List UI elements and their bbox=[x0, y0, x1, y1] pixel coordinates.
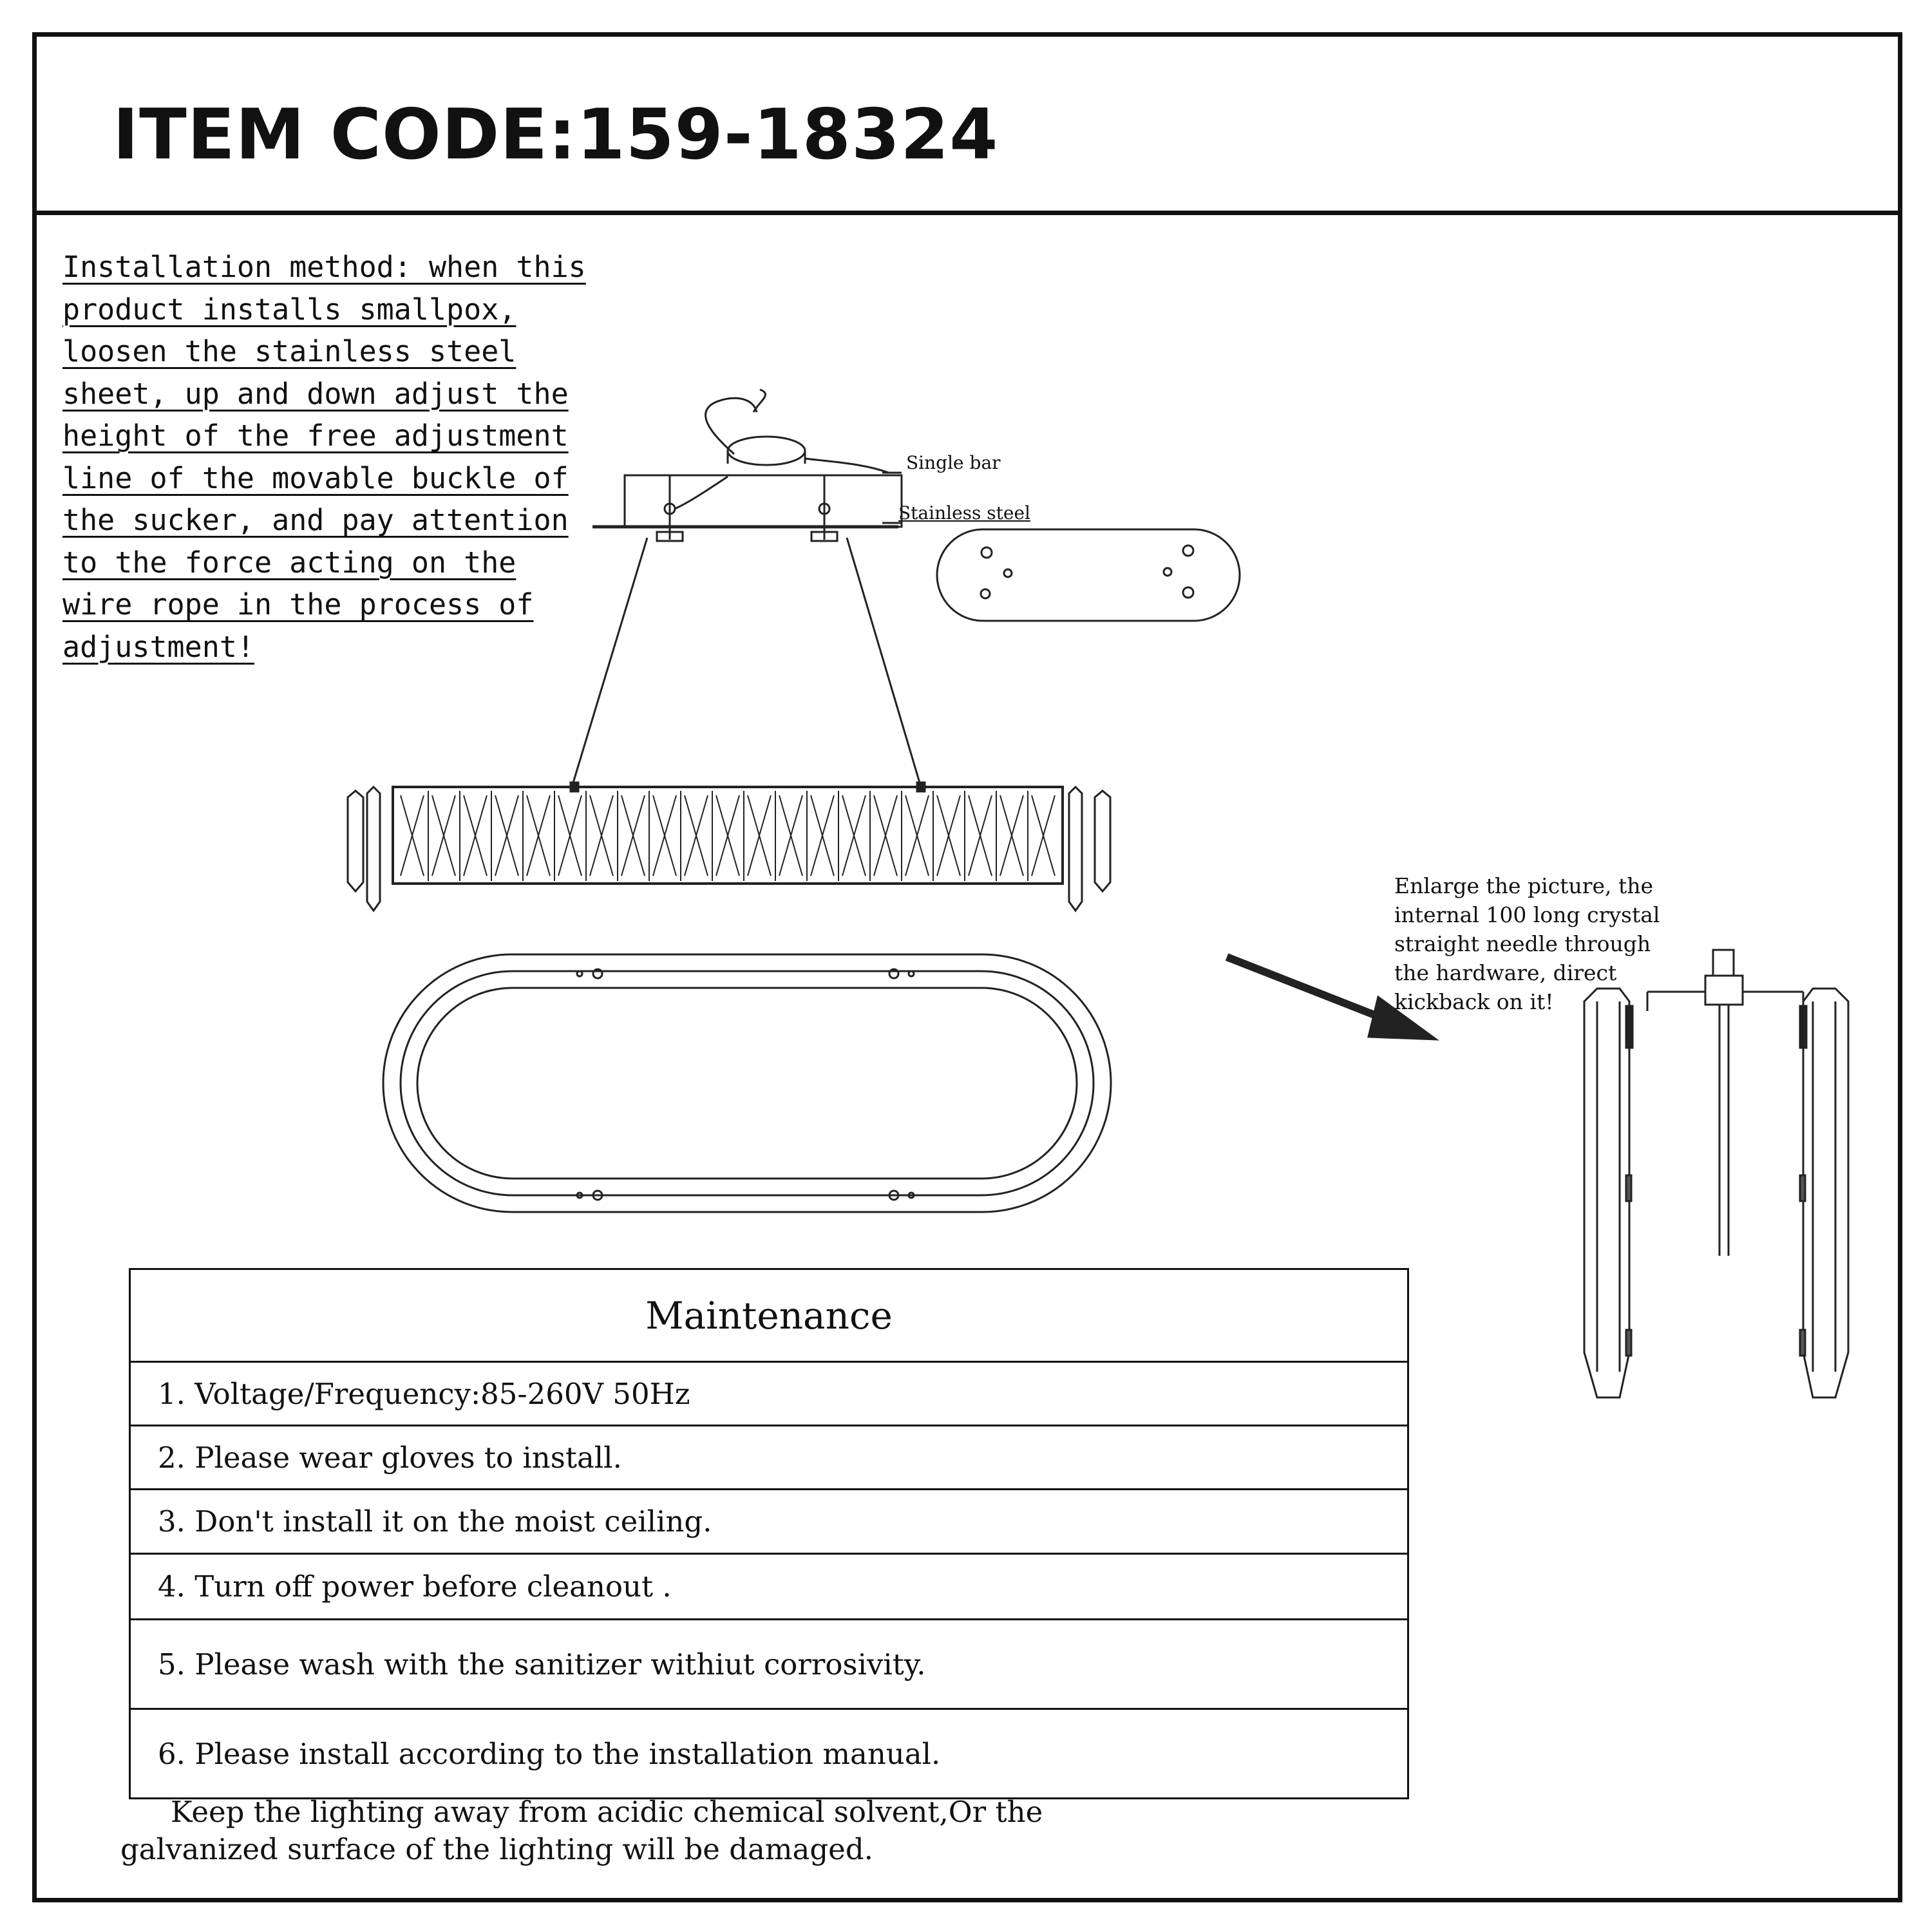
maintenance-item: 1. Voltage/Frequency:85-260V 50Hz bbox=[131, 1361, 1407, 1425]
installation-line: product installs smallpox, bbox=[62, 292, 516, 327]
maintenance-item: 2. Please wear gloves to install. bbox=[131, 1425, 1407, 1488]
installation-line: line of the movable buckle of bbox=[62, 460, 569, 495]
installation-line: Installation method: when this bbox=[62, 250, 586, 284]
enlarge-note-line: kickback on it! bbox=[1394, 989, 1554, 1014]
installation-method-text: Installation method: when this product i… bbox=[62, 246, 642, 668]
item-code-title: ITEM CODE:159-18324 bbox=[113, 95, 999, 175]
crystal-fixture-side-view bbox=[346, 781, 1112, 913]
installation-line: sheet, up and down adjust the bbox=[62, 376, 569, 411]
installation-line: loosen the stainless steel bbox=[62, 334, 516, 368]
stainless-steel-label: Stainless steel bbox=[898, 502, 1030, 524]
header-divider bbox=[37, 211, 1898, 215]
installation-line: the sucker, and pay attention bbox=[62, 503, 569, 537]
oval-frame-top-view bbox=[382, 953, 1112, 1213]
installation-line: adjustment! bbox=[62, 629, 255, 664]
enlarge-note-line: internal 100 long crystal bbox=[1394, 902, 1660, 927]
ceiling-canopy-drawing bbox=[592, 388, 903, 542]
spec-sheet-frame: ITEM CODE:159-18324 Installation method:… bbox=[32, 32, 1902, 1902]
enlarge-note-line: straight needle through bbox=[1394, 931, 1651, 956]
footer-warning: Keep the lighting away from acidic chemi… bbox=[120, 1794, 1344, 1868]
installation-line: wire rope in the process of bbox=[62, 587, 534, 621]
installation-line: to the force acting on the bbox=[62, 545, 516, 580]
enlarge-arrow-icon bbox=[1225, 953, 1439, 1041]
enlarge-note-line: Enlarge the picture, the bbox=[1394, 873, 1654, 898]
maintenance-item: 3. Don't install it on the moist ceiling… bbox=[131, 1488, 1407, 1553]
maintenance-item: 5. Please wash with the sanitizer withiu… bbox=[131, 1618, 1407, 1708]
single-bar-label: Single bar bbox=[906, 452, 1001, 473]
installation-line: height of the free adjustment bbox=[62, 419, 569, 453]
crystal-needle-detail-drawing bbox=[1583, 949, 1850, 1399]
maintenance-table: Maintenance 1. Voltage/Frequency:85-260V… bbox=[129, 1268, 1409, 1799]
footer-line: Keep the lighting away from acidic chemi… bbox=[171, 1795, 1043, 1829]
suspension-wire-right bbox=[846, 537, 922, 788]
maintenance-item: 4. Turn off power before cleanout . bbox=[131, 1553, 1407, 1618]
suspension-wire-left bbox=[571, 537, 649, 788]
stainless-steel-plate-drawing bbox=[936, 528, 1241, 622]
footer-line: galvanized surface of the lighting will … bbox=[120, 1832, 873, 1866]
maintenance-title: Maintenance bbox=[645, 1293, 893, 1338]
enlarge-picture-note: Enlarge the picture, the internal 100 lo… bbox=[1394, 871, 1729, 1016]
enlarge-note-line: the hardware, direct bbox=[1394, 960, 1617, 985]
maintenance-item: 6. Please install according to the insta… bbox=[131, 1708, 1407, 1797]
